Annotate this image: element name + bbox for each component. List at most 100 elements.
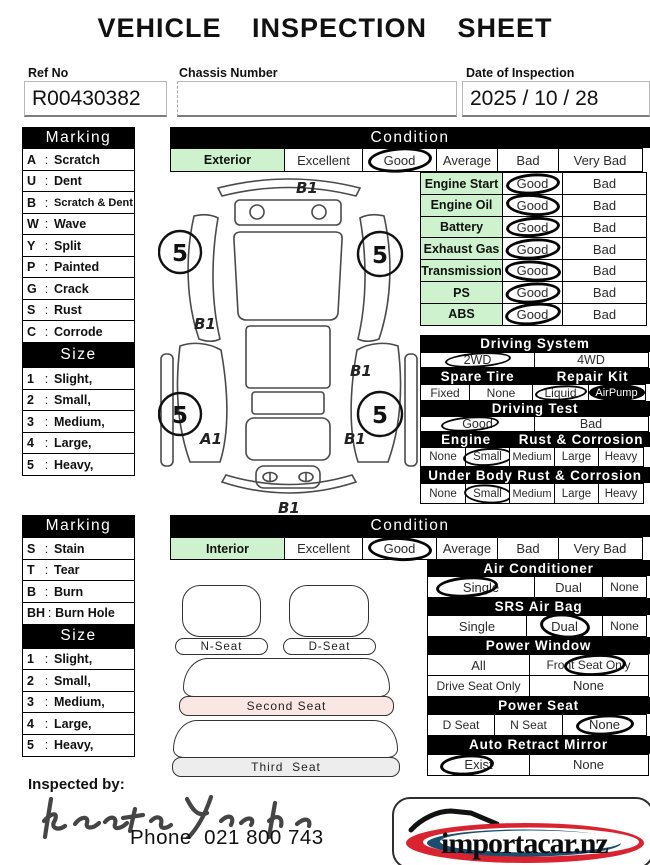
marking-code: Y — [27, 238, 36, 253]
option-heavy: Heavy — [598, 447, 644, 467]
marking-row: B:Burn — [22, 580, 135, 603]
condition-header: Condition — [170, 127, 650, 148]
car-outline-drawing: B1 5 5 B1 B1 5 5 A1 B1 B1 — [158, 178, 418, 516]
colon: : — [44, 457, 49, 472]
check-bad: Bad — [562, 215, 647, 239]
option-none: None — [468, 384, 534, 401]
interior-condition-table: Condition Interior Excellent Good Averag… — [170, 515, 650, 563]
size-row: 4:Large, — [22, 712, 135, 735]
marking-row: C:Corrode — [22, 320, 135, 343]
auto-retract-mirror-header: Auto Retract Mirror — [427, 735, 650, 754]
interior-condition-row: Interior Excellent Good Average Bad Very… — [170, 534, 650, 563]
check-bad: Bad — [562, 280, 647, 305]
power-window-header: Power Window — [427, 637, 650, 654]
check-label: PS — [420, 280, 503, 305]
importacar-logo: importacar.nz — [406, 808, 644, 863]
marking-desc: Scratch & Dent — [54, 196, 133, 209]
driving-test-header: Driving Test — [420, 401, 650, 416]
option-good: Good — [362, 534, 437, 563]
option-liquid: Liquid — [532, 383, 589, 402]
size-desc: Slight, — [54, 652, 93, 666]
option-dual: Dual — [533, 576, 604, 598]
power-seat-header: Power Seat — [427, 696, 650, 714]
second-seat-back — [183, 658, 390, 697]
marking-desc: Stain — [54, 541, 85, 556]
right-rear-door-mark: B1 — [350, 362, 372, 380]
option-single-text: Single — [462, 579, 500, 595]
option-none: None — [420, 447, 466, 467]
phone-number: Phone 021 800 743 — [130, 826, 324, 849]
option-none: None — [420, 483, 466, 504]
srs-air-bag-row: Single Dual None — [427, 611, 650, 641]
marking-row: B: Scratch & Dent — [22, 191, 135, 214]
engine-check-row: PS Good Bad — [420, 280, 650, 306]
marking-header: Marking — [22, 127, 135, 148]
option-good-text: Good — [383, 541, 416, 556]
size-row: 3:Medium, — [22, 410, 135, 433]
colon: : — [44, 195, 49, 210]
logo-car-roofline — [408, 808, 500, 833]
option-exist-text: Exist — [464, 757, 493, 772]
option-small: Small — [462, 482, 513, 505]
option-bad: Bad — [497, 148, 559, 172]
marking-header: Marking — [22, 515, 135, 537]
colon: : — [44, 303, 49, 317]
date-field: 2025 / 10 / 28 — [462, 81, 650, 117]
spare-repair-row: Fixed None Liquid AirPump — [420, 383, 650, 402]
inspector-signature — [41, 794, 312, 839]
size-desc: Small, — [54, 673, 91, 688]
rear-bumper-mark: B1 — [296, 179, 318, 197]
option-4wd: 4WD — [533, 352, 649, 368]
option-liquid-text: Liquid — [544, 385, 577, 400]
left-front-wheel-mark: 5 — [172, 403, 188, 429]
condition-header: Condition — [170, 515, 650, 537]
colon: : — [44, 652, 49, 666]
check-bad: Bad — [562, 302, 647, 327]
size-desc: Slight, — [54, 371, 93, 386]
marking-code: W — [27, 217, 39, 231]
second-seat-label: Second Seat — [179, 696, 394, 716]
left-front-fender-mark: A1 — [199, 430, 222, 448]
check-label: Transmission — [420, 259, 503, 283]
marking-row: S:Stain — [22, 537, 135, 560]
air-conditioner-row: Single Dual None — [427, 574, 650, 600]
option-small-text: Small — [473, 451, 502, 463]
size-desc: Medium, — [54, 695, 105, 709]
option-heavy: Heavy — [598, 483, 644, 504]
repair-kit-header: Repair Kit — [535, 368, 650, 384]
ref-no-label: Ref No — [28, 66, 69, 80]
option-bad: Bad — [533, 416, 649, 432]
option-exist: Exist — [427, 752, 530, 777]
left-rear-door-mark: B1 — [194, 315, 216, 333]
size-desc: Small, — [54, 393, 91, 407]
option-2wd-text: 2WD — [463, 353, 492, 367]
engine-check-row: Transmission Good Bad — [420, 258, 650, 283]
engine-check-row: ABS Good Bad — [420, 300, 650, 329]
marking-code: B — [27, 195, 37, 210]
good-text: Good — [516, 197, 549, 213]
option-good-text: Good — [462, 417, 493, 431]
marking-code: P — [27, 260, 36, 274]
marking-desc: Split — [54, 238, 82, 253]
colon: : — [44, 436, 49, 450]
colon: : — [44, 217, 49, 231]
marking-code: S — [27, 303, 36, 317]
marking-row: A:Scratch — [22, 148, 135, 171]
right-front-wheel-mark: 5 — [372, 403, 388, 429]
marking-desc: Painted — [54, 260, 100, 274]
size-row: 2:Small, — [22, 669, 135, 692]
option-airpump-pill: AirPump — [588, 384, 645, 401]
check-bad: Bad — [562, 237, 647, 261]
srs-air-bag-header: SRS Air Bag — [427, 598, 650, 615]
colon: : — [44, 584, 49, 599]
good-text: Good — [516, 176, 549, 192]
size-row: 2:Small, — [22, 388, 135, 412]
check-bad: Bad — [562, 172, 647, 196]
colon: : — [44, 673, 49, 688]
option-good: Good — [362, 145, 437, 175]
colon: : — [44, 260, 49, 274]
under-body-rust-header: Under Body Rust & Corrosion — [420, 467, 650, 483]
option-very-bad: Very Bad — [557, 148, 643, 172]
good-text: Good — [516, 219, 549, 235]
marking-desc: Dent — [54, 174, 82, 188]
